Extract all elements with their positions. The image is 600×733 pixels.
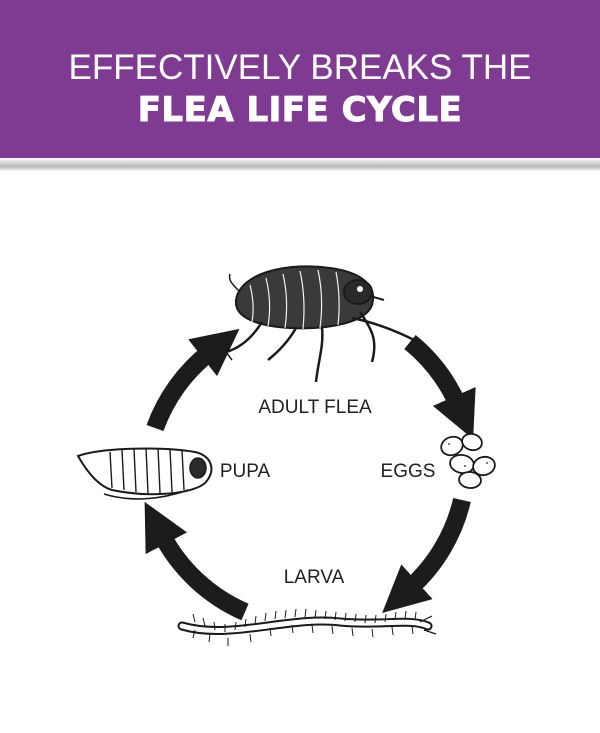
cycle-arrows	[144, 328, 476, 621]
pupa-illustration	[76, 447, 213, 500]
divider-shadow	[0, 170, 600, 173]
header-title-line2: FLEA LIFE CYCLE	[137, 90, 463, 131]
arrow-larva-to-pupa	[144, 501, 249, 621]
silver-divider	[0, 158, 600, 170]
header-banner: EFFECTIVELY BREAKS THE FLEA LIFE CYCLE	[0, 0, 600, 158]
eggs-illustration	[440, 432, 496, 489]
label-eggs: EGGS	[381, 461, 436, 482]
arrow-eggs-to-larva	[382, 497, 471, 614]
larva-illustration	[177, 608, 437, 646]
label-adult-flea: ADULT FLEA	[258, 397, 372, 418]
label-pupa: PUPA	[220, 461, 271, 482]
header-title-line1: EFFECTIVELY BREAKS THE	[68, 48, 532, 87]
label-larva: LARVA	[284, 567, 345, 588]
arrow-pupa-to-adult	[146, 328, 240, 432]
arrow-adult-to-eggs	[404, 335, 476, 440]
adult-flea-illustration	[225, 265, 419, 383]
